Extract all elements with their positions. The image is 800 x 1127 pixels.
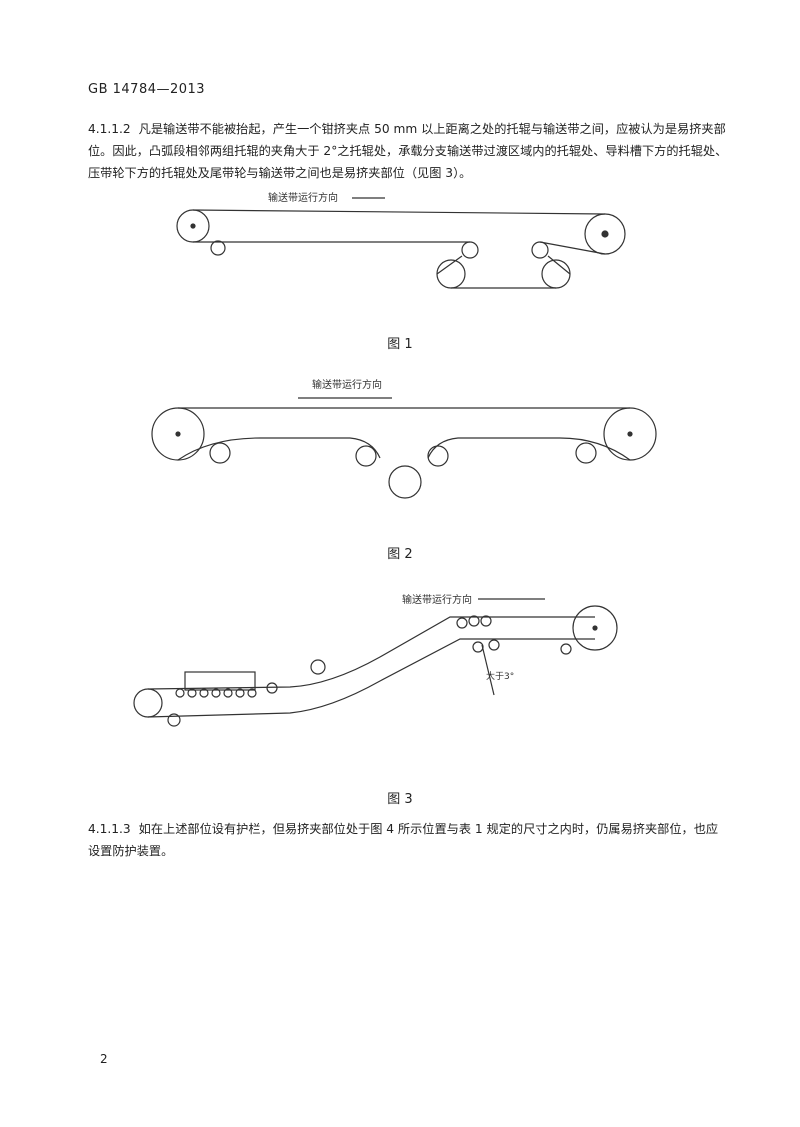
transition-rollers <box>456 615 500 653</box>
clause-text: 凡是输送带不能被抬起，产生一个钳挤夹点 50 mm 以上距离之处的托辊与输送带之… <box>88 122 728 180</box>
angle-indicator <box>481 644 495 696</box>
bend-roller <box>355 445 377 467</box>
figure-2-caption: 图 2 <box>387 547 413 562</box>
bend-roller <box>575 442 597 464</box>
takeup-pulley <box>541 259 571 289</box>
direction-label: 输送带运行方向 <box>402 593 472 606</box>
idler-roller <box>167 713 181 727</box>
bend-roller <box>427 445 449 467</box>
bend-roller <box>209 442 231 464</box>
upper-belt <box>147 616 595 690</box>
return-roller <box>560 643 572 655</box>
figure-3-caption: 图 3 <box>387 792 413 807</box>
direction-label: 输送带运行方向 <box>312 378 382 391</box>
tail-drum <box>133 688 163 718</box>
clause-text: 如在上述部位设有护栏，但易挤夹部位处于图 4 所示位置与表 1 规定的尺寸之内时… <box>88 822 719 858</box>
figure-3-diagram: 输送带运行方向 大于3° <box>133 593 618 727</box>
press-roller <box>310 659 326 675</box>
page-number: 2 <box>100 1052 108 1066</box>
figure-1-caption: 图 1 <box>387 337 413 352</box>
lower-belt <box>177 437 381 461</box>
clause-number: 4.1.1.2 <box>88 122 131 136</box>
angle-label: 大于3° <box>486 670 514 682</box>
standard-header: GB 14784—2013 <box>88 82 206 97</box>
feed-hopper <box>184 671 256 691</box>
figure-1-diagram: 输送带运行方向 <box>176 191 626 289</box>
lower-belt <box>147 638 595 718</box>
direction-label: 输送带运行方向 <box>268 191 338 204</box>
snub-roller <box>461 241 479 259</box>
clause-number: 4.1.1.3 <box>88 822 131 836</box>
takeup-pulley <box>388 465 422 499</box>
figure-2-diagram: 输送带运行方向 <box>151 378 657 499</box>
idler-roller <box>210 240 226 256</box>
snub-roller <box>531 241 549 259</box>
upper-belt <box>192 209 606 215</box>
head-drum <box>572 605 618 651</box>
